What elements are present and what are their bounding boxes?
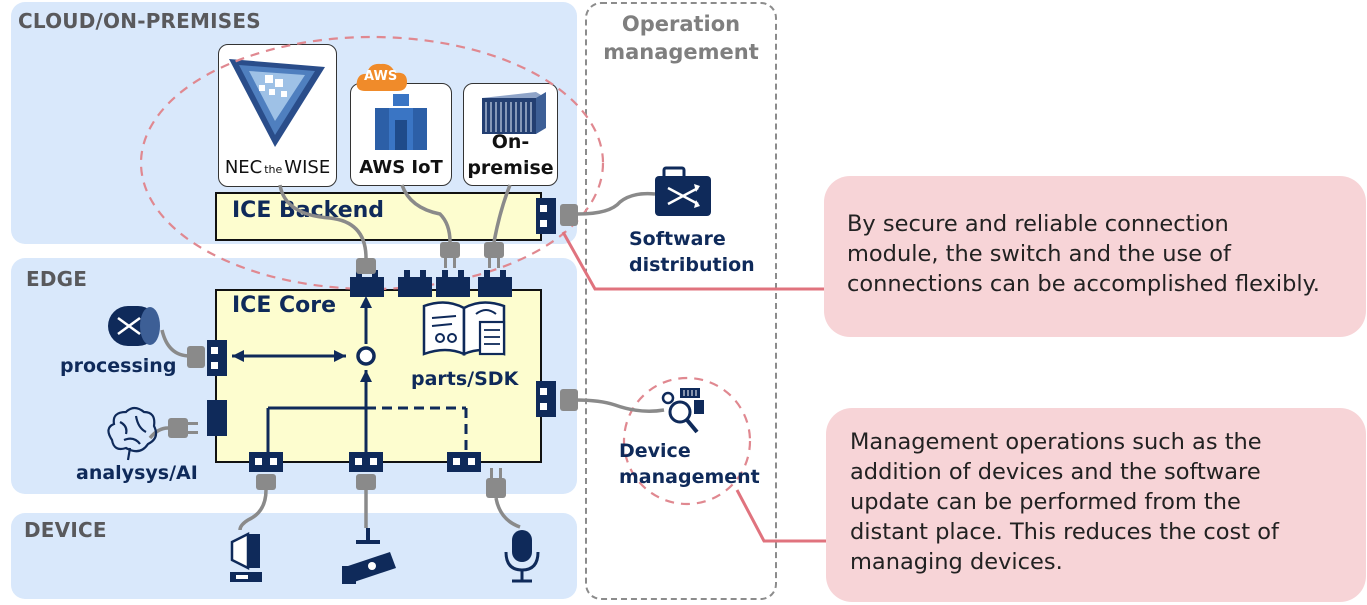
aws-castle-icon bbox=[375, 94, 427, 150]
aws-iot-label: AWS IoT bbox=[359, 157, 443, 178]
ice-backend-title: ICE Backend bbox=[232, 198, 385, 223]
operation-title-line1: Operation bbox=[621, 12, 741, 36]
cable-dev3 bbox=[494, 497, 521, 529]
on-premise-label-line1: On- bbox=[491, 131, 530, 153]
management-callout-line: managing devices. bbox=[850, 549, 1063, 575]
connection-callout-line: module, the switch and the use of bbox=[847, 241, 1231, 267]
software-distribution-line1: Software bbox=[629, 228, 726, 250]
operation-management-title: Operation management bbox=[585, 10, 777, 66]
edge-zone-label: EDGE bbox=[26, 267, 88, 291]
software-distribution-label: Software distribution bbox=[629, 226, 755, 278]
device-zone-label: DEVICE bbox=[24, 518, 107, 542]
management-callout-text: Management operations such as the additi… bbox=[850, 427, 1279, 577]
device-management-line1: Device bbox=[619, 440, 691, 462]
analysis-ai-label: analysys/AI bbox=[76, 462, 198, 484]
device-zone bbox=[11, 513, 577, 599]
cable-nec bbox=[278, 184, 368, 259]
management-callout-line: update can be performed from the bbox=[850, 489, 1241, 515]
on-premise-card: On- premise bbox=[463, 83, 558, 186]
nec-the-wise-mid: the bbox=[264, 163, 283, 176]
operation-title-line2: management bbox=[603, 40, 759, 64]
software-distribution-line2: distribution bbox=[629, 254, 755, 276]
nec-the-wise-prefix: NEC bbox=[224, 157, 263, 178]
core-hub-node bbox=[356, 346, 376, 366]
brain-ai-icon bbox=[107, 406, 158, 461]
device-management-icon bbox=[661, 388, 704, 434]
device-management-line2: management bbox=[619, 466, 760, 488]
aws-cloud-icon bbox=[356, 63, 407, 91]
device-management-label: Device management bbox=[619, 438, 760, 490]
cable-software bbox=[577, 191, 656, 216]
backend-group-ellipse bbox=[139, 35, 605, 291]
device-management-circle bbox=[622, 376, 752, 506]
connection-callout-text: By secure and reliable connection module… bbox=[847, 209, 1320, 299]
cable-device-mgmt bbox=[575, 398, 665, 413]
processing-label: processing bbox=[60, 355, 177, 377]
speaker-device-icon bbox=[230, 531, 262, 582]
camera-device-icon bbox=[342, 528, 396, 584]
top-callout-leader bbox=[561, 231, 824, 291]
ice-core-title: ICE Core bbox=[232, 293, 337, 318]
cloud-zone-label: CLOUD/ON-PREMISES bbox=[18, 9, 261, 33]
aws-badge-label: AWS bbox=[364, 69, 398, 84]
processing-switch-icon bbox=[108, 306, 160, 346]
cable-dev1 bbox=[238, 489, 268, 531]
connection-callout: By secure and reliable connection module… bbox=[824, 176, 1366, 337]
cable-processing bbox=[160, 329, 191, 358]
on-premise-label-line2: premise bbox=[467, 157, 554, 179]
parts-sdk-label: parts/SDK bbox=[411, 368, 519, 390]
management-callout-line: distant place. This reduces the cost of bbox=[850, 519, 1279, 545]
connection-callout-line: By secure and reliable connection bbox=[847, 211, 1229, 237]
operation-management-panel bbox=[585, 2, 777, 600]
aws-iot-card: AWS IoT bbox=[350, 83, 452, 186]
connection-callout-line: connections can be accomplished flexibly… bbox=[847, 271, 1320, 297]
nec-the-wise-logo-icon bbox=[229, 59, 325, 147]
server-rack-icon bbox=[482, 92, 546, 134]
management-callout-line: Management operations such as the bbox=[850, 429, 1262, 455]
nec-the-wise-suffix: WISE bbox=[284, 157, 331, 178]
cable-onprem bbox=[492, 184, 512, 243]
microphone-device-icon bbox=[504, 530, 540, 583]
cable-analysis bbox=[148, 426, 169, 440]
cable-aws bbox=[400, 184, 452, 243]
management-callout: Management operations such as the additi… bbox=[826, 408, 1366, 602]
software-distribution-case-icon bbox=[655, 166, 711, 216]
bottom-callout-leader bbox=[735, 489, 826, 543]
parts-sdk-book-icon bbox=[422, 301, 506, 356]
management-callout-line: addition of devices and the software bbox=[850, 459, 1261, 485]
